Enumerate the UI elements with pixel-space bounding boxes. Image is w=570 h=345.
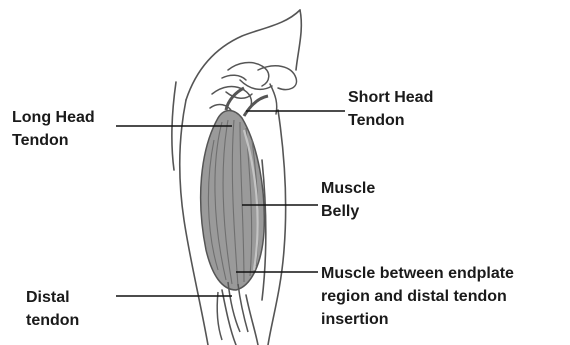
label-muscle-between: Muscle between endplate region and dista… (321, 262, 514, 331)
biceps-muscle (201, 111, 265, 291)
label-muscle-belly: Muscle Belly (321, 177, 375, 223)
label-short-head-tendon: Short Head Tendon (348, 86, 433, 132)
shoulder-joint (210, 63, 297, 114)
label-distal-tendon: Distal tendon (26, 286, 79, 332)
short-head-tendon-shape (244, 96, 268, 116)
label-long-head-tendon: Long Head Tendon (12, 106, 95, 152)
